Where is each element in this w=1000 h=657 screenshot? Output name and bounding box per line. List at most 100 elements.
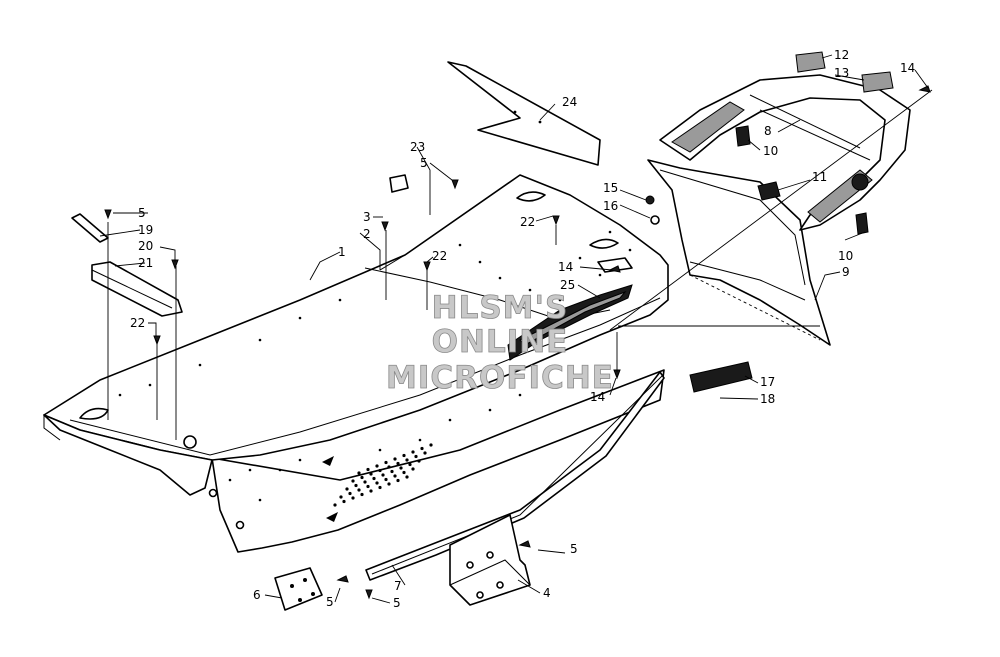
rivet-dot <box>278 468 282 472</box>
vent-hole <box>375 481 379 485</box>
vent-hole <box>396 461 400 466</box>
callout-22-left: 22 <box>130 316 145 330</box>
callout-12: 12 <box>834 48 849 62</box>
callout-10-lower: 10 <box>838 249 853 263</box>
rivet-dot <box>298 458 302 462</box>
callout-7: 7 <box>394 579 402 593</box>
rivet-dot <box>448 418 452 422</box>
rivet-dot <box>248 468 252 472</box>
watermark: HLSM'S ONLINE MICROFICHE <box>386 290 614 397</box>
rivet-dot <box>118 393 122 397</box>
rivet-dot <box>558 298 562 302</box>
rivet-dot <box>198 363 202 367</box>
vent-hole <box>405 458 409 462</box>
callout-22-mid: 22 <box>432 249 447 263</box>
vent-hole <box>369 472 373 476</box>
part-9-bumper-cover <box>647 159 831 346</box>
callout-5-plate: 5 <box>326 595 334 609</box>
callout-20: 20 <box>138 239 153 253</box>
vent-hole <box>363 480 367 484</box>
callout-19: 19 <box>138 223 153 237</box>
vent-hole <box>411 450 415 454</box>
vent-hole <box>387 482 391 486</box>
vent-hole <box>402 453 406 458</box>
callout-10-upper: 10 <box>763 144 778 158</box>
vent-hole <box>417 459 421 463</box>
part-23-decal <box>389 174 409 193</box>
vent-hole <box>411 467 415 471</box>
callout-6: 6 <box>253 588 261 602</box>
vent-hole <box>429 443 433 447</box>
rivet-dot <box>628 248 632 252</box>
callout-2: 2 <box>363 227 371 241</box>
vent-hole <box>381 473 385 477</box>
vent-hole <box>414 454 418 459</box>
callout-17: 17 <box>760 375 775 389</box>
rivet-dot <box>518 393 522 397</box>
part-13-decal <box>861 71 894 93</box>
rivet-dot <box>498 276 502 280</box>
rivet-dot <box>528 288 532 292</box>
callout-11: 11 <box>812 170 827 184</box>
vent-hole <box>408 462 412 467</box>
callout-9: 9 <box>842 265 850 279</box>
vent-hole <box>390 469 394 474</box>
callout-14-lower: 14 <box>590 390 605 404</box>
vent-hole <box>357 471 361 475</box>
vent-hole <box>351 479 355 483</box>
callout-5-left: 5 <box>138 206 146 220</box>
rivet-dot <box>298 316 302 320</box>
callout-22-top: 22 <box>520 215 535 229</box>
watermark-line-2: ONLINE <box>432 324 569 360</box>
rivet-dot <box>378 448 382 452</box>
rivet-dot <box>598 273 602 277</box>
part-10-clip-lower <box>855 212 869 235</box>
rivet-dot <box>478 260 482 264</box>
vent-hole <box>360 475 364 480</box>
callout-13: 13 <box>834 66 849 80</box>
watermark-line-1: HLSM'S <box>432 290 569 326</box>
vent-hole <box>393 474 397 478</box>
callout-16: 16 <box>603 199 618 213</box>
part-21-bracket <box>91 261 183 317</box>
part-12-decal <box>795 51 826 73</box>
rivet-dot <box>578 256 582 260</box>
leader-lines <box>99 54 933 604</box>
rivet-dot <box>608 230 612 234</box>
callout-15: 15 <box>603 181 618 195</box>
callout-24: 24 <box>562 95 577 109</box>
callout-labels: 1 2 3 4 5 5 5 5 5 6 7 8 9 10 10 11 12 13… <box>130 48 915 610</box>
part-6-plate <box>274 567 323 611</box>
callout-5-strip: 5 <box>393 596 401 610</box>
callout-21: 21 <box>138 256 153 270</box>
rivet-dot <box>148 383 152 387</box>
vent-hole <box>357 488 361 492</box>
vent-hole <box>369 489 373 493</box>
vent-hole <box>372 476 376 481</box>
callout-5-bracket: 5 <box>570 542 578 556</box>
rivet-dot <box>228 478 232 482</box>
part-10-clip-upper <box>735 125 751 147</box>
rivet-dot <box>258 338 262 342</box>
vent-hole <box>339 495 343 499</box>
vent-hole <box>348 491 352 496</box>
vent-hole <box>393 457 397 461</box>
callout-5-top: 5 <box>420 156 428 170</box>
vent-hole <box>399 466 403 470</box>
callout-14-mid: 14 <box>558 260 573 274</box>
part-25-rail <box>507 284 633 361</box>
rivet-dot <box>458 243 462 247</box>
part-7-strip <box>365 371 665 581</box>
callout-1: 1 <box>338 245 346 259</box>
vent-hole <box>342 499 346 504</box>
part-4-bracket <box>449 514 531 606</box>
vent-hole <box>366 467 370 472</box>
vent-hole <box>420 446 424 451</box>
rivet-dot <box>488 408 492 412</box>
vent-hole <box>345 487 349 491</box>
part-19-strap <box>71 213 109 243</box>
part-17-reflector <box>689 361 753 393</box>
callout-8: 8 <box>764 124 772 138</box>
